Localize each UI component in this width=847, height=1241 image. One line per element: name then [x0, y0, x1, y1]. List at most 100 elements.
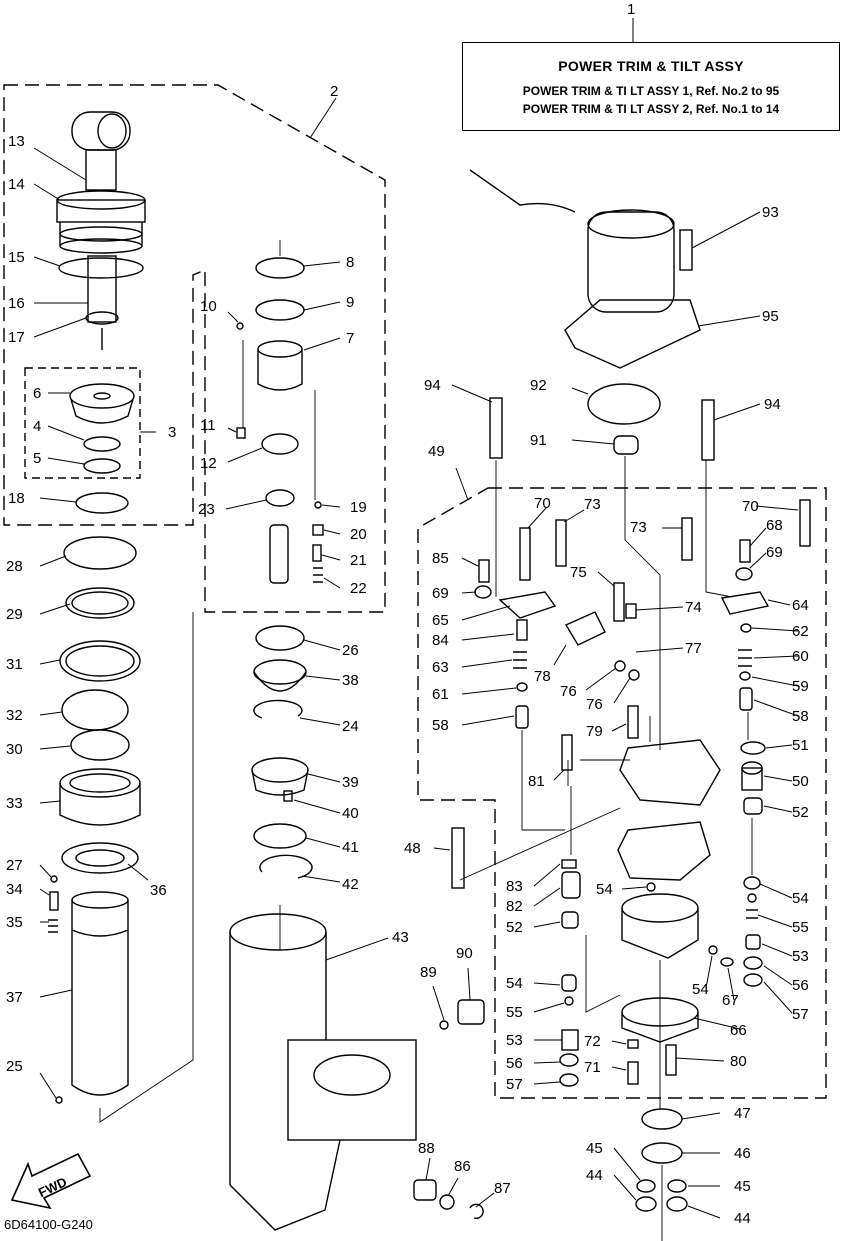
part-39-piston	[251, 757, 309, 783]
callout-54d: 54	[692, 981, 709, 998]
part-38-seal	[253, 659, 307, 685]
callout-21: 21	[350, 552, 367, 569]
fwd-arrow-icon: FWD	[10, 1152, 92, 1210]
callout-4: 4	[33, 418, 41, 435]
callout-58a: 58	[432, 717, 449, 734]
callout-17: 17	[8, 329, 25, 346]
assembly-ref-line-1: POWER TRIM & TI LT ASSY 1, Ref. No.2 to …	[522, 84, 780, 98]
part-88-plug	[413, 1179, 437, 1201]
callout-94b: 94	[764, 396, 781, 413]
callout-41: 41	[342, 839, 359, 856]
callout-56b: 56	[792, 977, 809, 994]
part-41-oring	[253, 823, 307, 849]
part-31-ring	[59, 640, 141, 682]
callout-25: 25	[6, 1058, 23, 1075]
callout-38: 38	[342, 672, 359, 689]
part-33-cap	[59, 768, 141, 826]
callout-76a: 76	[560, 683, 577, 700]
callout-54b: 54	[506, 975, 523, 992]
callout-57b: 57	[792, 1006, 809, 1023]
callout-37: 37	[6, 989, 23, 1006]
manifold-middle	[617, 821, 711, 881]
part-6-piston	[69, 383, 135, 424]
callout-10: 10	[200, 298, 217, 315]
callout-45a: 45	[586, 1140, 603, 1157]
callout-24: 24	[342, 718, 359, 735]
callout-58b: 58	[792, 708, 809, 725]
callout-79: 79	[586, 723, 603, 740]
callout-65: 65	[432, 612, 449, 629]
part-4-ring	[83, 436, 121, 452]
callout-55b: 55	[792, 919, 809, 936]
callout-77: 77	[685, 640, 702, 657]
part-5-oring	[83, 458, 121, 474]
part-92-oring	[587, 383, 661, 425]
callout-32: 32	[6, 707, 23, 724]
part-94-bolt-left	[489, 397, 503, 459]
part-24-clip	[253, 699, 303, 719]
callout-72: 72	[584, 1033, 601, 1050]
callout-34: 34	[6, 881, 23, 898]
callout-15: 15	[8, 249, 25, 266]
callout-57a: 57	[506, 1076, 523, 1093]
callout-64: 64	[792, 597, 809, 614]
callout-45b: 45	[734, 1178, 751, 1195]
assembly-ref-line-2: POWER TRIM & TI LT ASSY 2, Ref. No.1 to …	[522, 102, 780, 116]
callout-90: 90	[456, 945, 473, 962]
drawing-code: 6D64100-G240	[4, 1217, 93, 1232]
part-bolt	[269, 524, 289, 584]
callout-18: 18	[8, 490, 25, 507]
callout-71: 71	[584, 1059, 601, 1076]
callout-69b: 69	[766, 544, 783, 561]
part-47-ring	[641, 1108, 683, 1130]
callout-74: 74	[685, 599, 702, 616]
callout-49: 49	[428, 443, 445, 460]
callout-82: 82	[506, 898, 523, 915]
callout-52b: 52	[792, 804, 809, 821]
assembly-title-box: POWER TRIM & TILT ASSY POWER TRIM & TI L…	[462, 42, 840, 131]
part-14-head	[56, 190, 146, 254]
callout-14: 14	[8, 176, 25, 193]
callout-40: 40	[342, 805, 359, 822]
callout-48: 48	[404, 840, 421, 857]
part-42-clip	[259, 854, 313, 879]
callout-19: 19	[350, 499, 367, 516]
part-78	[564, 611, 606, 646]
group-49-outline	[417, 487, 827, 1099]
callout-68: 68	[766, 517, 783, 534]
part-32-oring	[61, 689, 129, 731]
callout-73b: 73	[630, 519, 647, 536]
callout-36: 36	[150, 882, 167, 899]
callout-8: 8	[346, 254, 354, 271]
manifold-lower	[621, 893, 699, 959]
callout-27: 27	[6, 857, 23, 874]
callout-2: 2	[330, 83, 338, 100]
part-91	[613, 435, 639, 455]
callout-33: 33	[6, 795, 23, 812]
callout-43: 43	[392, 929, 409, 946]
part-65-bracket	[498, 591, 557, 619]
callout-16: 16	[8, 295, 25, 312]
manifold-upper	[619, 739, 721, 806]
part-37-tilt-cylinder	[71, 891, 129, 1096]
part-16-rod	[87, 255, 117, 323]
part-7-valve	[257, 340, 303, 391]
callout-50: 50	[792, 773, 809, 790]
callout-3: 3	[168, 424, 176, 441]
callout-52a: 52	[506, 919, 523, 936]
callout-95: 95	[762, 308, 779, 325]
callout-66: 66	[730, 1022, 747, 1039]
callout-9: 9	[346, 294, 354, 311]
callout-39: 39	[342, 774, 359, 791]
callout-81: 81	[528, 773, 545, 790]
part-50-valve	[741, 761, 763, 791]
part-13-eye	[71, 111, 131, 191]
callout-86: 86	[454, 1158, 471, 1175]
callout-1: 1	[627, 1, 635, 18]
callout-35: 35	[6, 914, 23, 931]
part-64-bracket	[720, 591, 770, 615]
callout-70b: 70	[742, 498, 759, 515]
callout-30: 30	[6, 741, 23, 758]
callout-29: 29	[6, 606, 23, 623]
